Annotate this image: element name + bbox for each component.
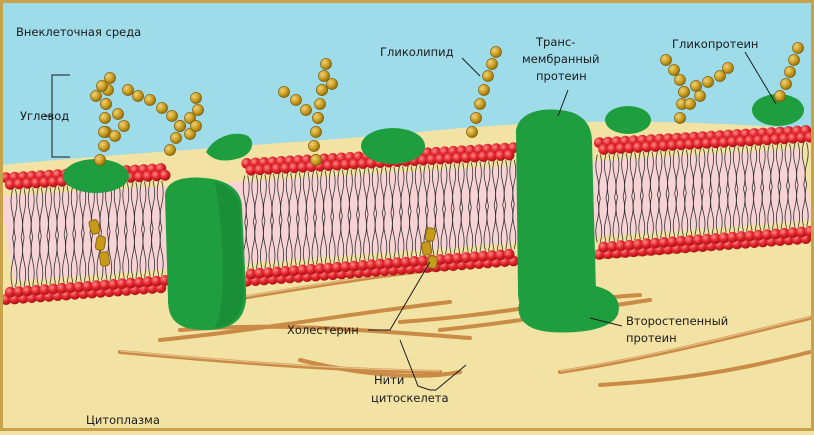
sugar-bead — [684, 98, 695, 109]
sugar-bead — [310, 154, 321, 165]
sugar-bead — [99, 112, 110, 123]
label-filaments-2: цитоскелета — [371, 391, 449, 405]
peripheral-protein — [518, 284, 618, 332]
sugar-bead — [100, 98, 111, 109]
sugar-bead — [784, 66, 795, 77]
label-glycoprotein: Гликопротеин — [672, 37, 758, 51]
sugar-bead — [702, 76, 713, 87]
sugar-bead — [109, 130, 120, 141]
lipid-head — [160, 170, 171, 181]
sugar-bead — [690, 80, 701, 91]
sugar-bead — [490, 46, 501, 57]
sugar-bead — [190, 120, 201, 131]
sugar-bead — [112, 108, 123, 119]
sugar-bead — [98, 126, 109, 137]
sugar-bead — [326, 78, 337, 89]
label-extracellular: Внеклеточная среда — [16, 25, 141, 39]
sugar-bead — [792, 42, 803, 53]
lipid-head — [504, 150, 515, 161]
sugar-bead — [192, 104, 203, 115]
sugar-bead — [308, 140, 319, 151]
lipid-head — [504, 249, 515, 260]
sugar-bead — [674, 74, 685, 85]
sugar-bead — [722, 62, 733, 73]
sugar-bead — [466, 126, 477, 137]
sugar-bead — [94, 154, 105, 165]
sugar-bead — [314, 98, 325, 109]
label-carbohydrate: Углевод — [20, 109, 69, 123]
sugar-bead — [174, 120, 185, 131]
label-cytoplasm: Цитоплазма — [86, 413, 160, 427]
sugar-bead — [190, 92, 201, 103]
label-transmembrane-3: протеин — [536, 69, 587, 83]
sugar-bead — [486, 58, 497, 69]
label-cholesterol: Холестерин — [287, 323, 359, 337]
sugar-bead — [170, 132, 181, 143]
surface-protein — [361, 128, 425, 164]
sugar-bead — [96, 80, 107, 91]
sugar-bead — [278, 86, 289, 97]
sugar-bead — [98, 140, 109, 151]
surface-protein — [605, 106, 651, 134]
sugar-bead — [118, 120, 129, 131]
label-transmembrane-1: Транс- — [535, 35, 575, 49]
label-peripheral-2: протеин — [626, 331, 677, 345]
sugar-bead — [156, 102, 167, 113]
sugar-bead — [478, 84, 489, 95]
sugar-bead — [290, 94, 301, 105]
sugar-bead — [694, 90, 705, 101]
sugar-bead — [144, 94, 155, 105]
sugar-bead — [300, 104, 311, 115]
label-peripheral-1: Второстепенный — [626, 314, 728, 328]
sugar-bead — [320, 58, 331, 69]
sugar-bead — [132, 90, 143, 101]
sugar-bead — [788, 54, 799, 65]
sugar-bead — [166, 110, 177, 121]
sugar-bead — [316, 84, 327, 95]
sugar-bead — [674, 112, 685, 123]
sugar-bead — [312, 112, 323, 123]
sugar-bead — [660, 54, 671, 65]
sugar-bead — [122, 84, 133, 95]
sugar-bead — [310, 126, 321, 137]
sugar-bead — [774, 90, 785, 101]
label-glycolipid: Гликолипид — [380, 45, 454, 59]
sugar-bead — [90, 90, 101, 101]
label-filaments-1: Нити — [374, 373, 404, 387]
sugar-bead — [482, 70, 493, 81]
sugar-bead — [470, 112, 481, 123]
sugar-bead — [780, 78, 791, 89]
sugar-bead — [668, 64, 679, 75]
sugar-bead — [678, 86, 689, 97]
sugar-bead — [164, 144, 175, 155]
label-transmembrane-2: мембранный — [522, 52, 599, 66]
sugar-bead — [474, 98, 485, 109]
